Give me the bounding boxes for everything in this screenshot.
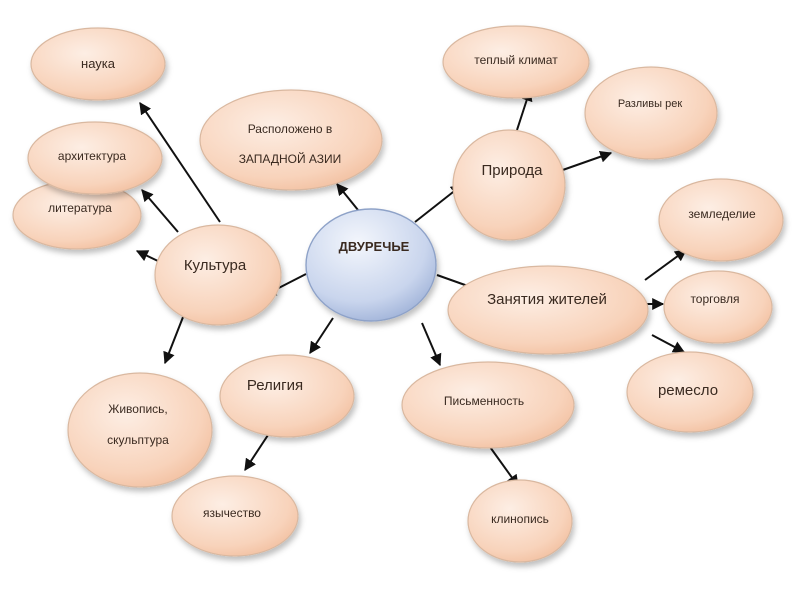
center-title: ДВУРЕЧЬЕ bbox=[339, 239, 410, 254]
node-literature-label: литература bbox=[48, 201, 112, 215]
arrow-center-religion bbox=[309, 317, 334, 355]
node-trade: торговля bbox=[663, 270, 773, 344]
node-science-label: наука bbox=[81, 56, 116, 71]
node-crafts-label: ремесло bbox=[658, 382, 718, 399]
node-location: Расположено в ЗАПАДНОЙ АЗИИ bbox=[199, 89, 383, 191]
node-culture-label: Культура bbox=[184, 257, 247, 274]
node-center: ДВУРЕЧЬЕ bbox=[305, 208, 437, 322]
node-occupations: Занятия жителей bbox=[447, 265, 649, 355]
node-agriculture-label: земледелие bbox=[688, 207, 756, 221]
node-river-floods: Разливы рек bbox=[584, 66, 718, 160]
node-cuneiform: клинопись bbox=[467, 479, 573, 563]
arrow-culture-architecture bbox=[141, 189, 179, 233]
node-science: наука bbox=[30, 27, 166, 101]
node-river-floods-label: Разливы рек bbox=[618, 98, 682, 110]
arrow-culture-science bbox=[139, 102, 221, 223]
node-warm-climate-label: теплый климат bbox=[474, 53, 558, 67]
node-paganism: язычество bbox=[171, 475, 299, 557]
node-occupations-label: Занятия жителей bbox=[487, 291, 607, 308]
arrow-culture-literature bbox=[135, 250, 161, 263]
node-nature: Природа bbox=[452, 129, 566, 241]
node-nature-label: Природа bbox=[482, 162, 544, 179]
arrow-center-location bbox=[336, 183, 359, 211]
node-painting-line2: скульптура bbox=[107, 433, 169, 447]
node-architecture-label: архитектура bbox=[58, 149, 127, 163]
node-location-line1: Расположено в bbox=[248, 122, 333, 136]
arrow-occupations-agriculture bbox=[644, 249, 687, 281]
node-culture: Культура bbox=[154, 224, 282, 326]
node-literature: литература bbox=[12, 180, 142, 250]
node-painting-line1: Живопись, bbox=[108, 402, 167, 416]
arrow-religion-paganism bbox=[244, 431, 271, 472]
arrow-nature-floods bbox=[556, 150, 613, 173]
node-warm-climate: теплый климат bbox=[442, 25, 590, 99]
arrow-writing-cuneiform bbox=[489, 446, 519, 487]
node-location-line2: ЗАПАДНОЙ АЗИИ bbox=[239, 151, 342, 166]
arrow-occupations-crafts bbox=[651, 334, 686, 353]
node-religion: Религия bbox=[219, 354, 355, 438]
arrow-culture-painting bbox=[163, 311, 186, 365]
node-trade-label: торговля bbox=[690, 292, 739, 306]
arrow-center-writing bbox=[421, 322, 442, 367]
node-writing-label: Письменность bbox=[444, 394, 524, 408]
node-cuneiform-label: клинопись bbox=[491, 512, 549, 526]
node-agriculture: земледелие bbox=[658, 178, 784, 262]
node-crafts: ремесло bbox=[626, 351, 754, 433]
node-religion-label: Религия bbox=[247, 377, 303, 394]
node-paganism-label: язычество bbox=[203, 506, 261, 520]
node-writing: Письменность bbox=[401, 361, 575, 449]
node-architecture: архитектура bbox=[27, 121, 163, 195]
node-painting: Живопись, скульптура bbox=[67, 372, 213, 488]
